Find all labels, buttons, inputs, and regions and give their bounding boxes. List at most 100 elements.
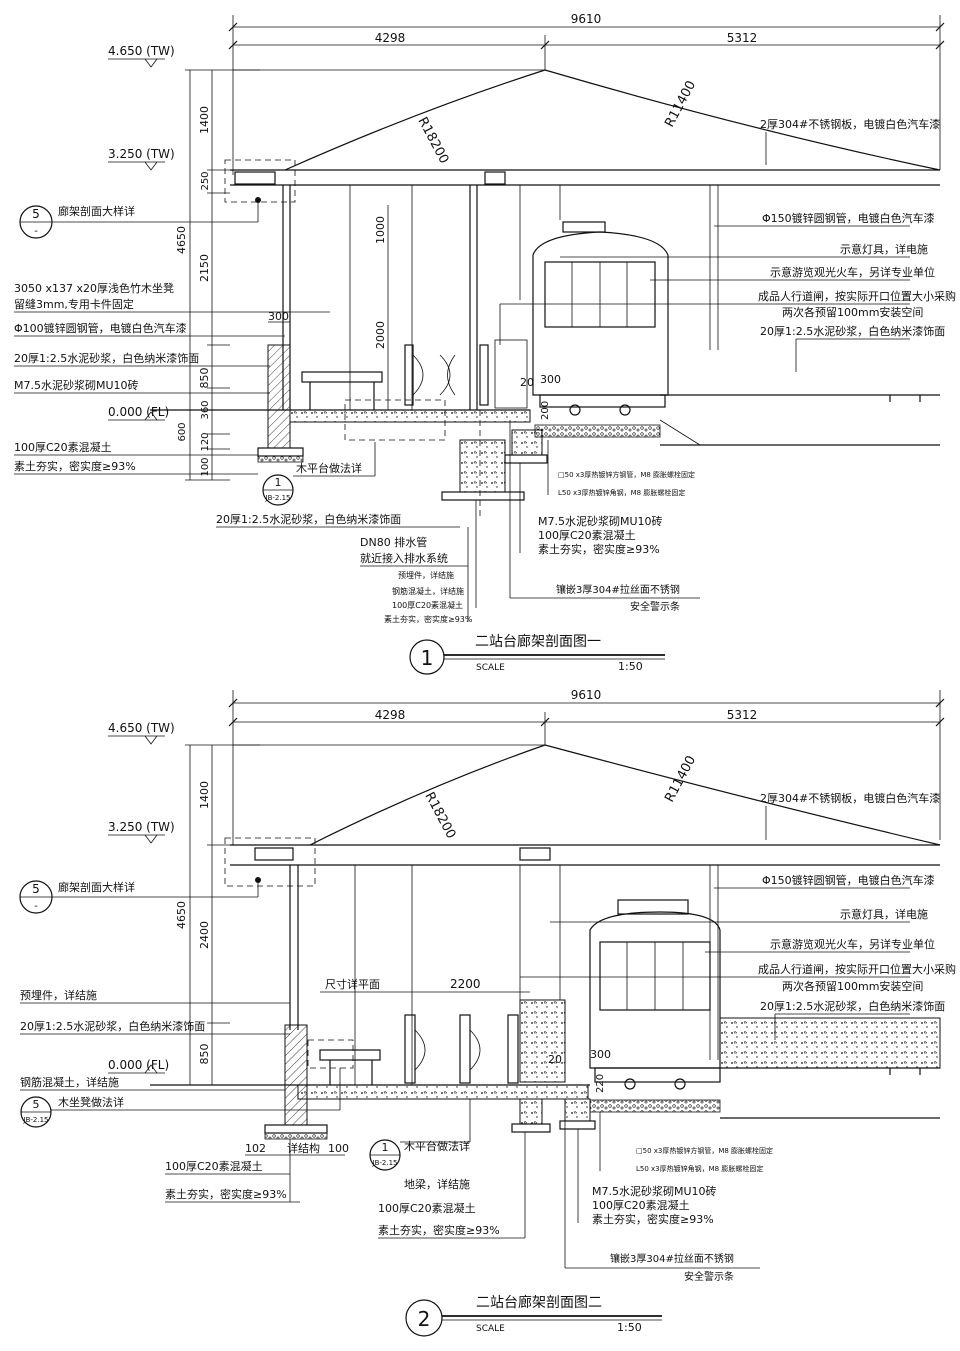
label-detail-ref: 廊架剖面大样详 (58, 204, 135, 218)
vdim-2400-2: 2400 (198, 921, 211, 949)
callout-5b-num: 5 (33, 1098, 40, 1111)
radius-left: R18200 (414, 115, 451, 167)
vdim-100: 100 (200, 457, 211, 476)
detail-callout-5: 5 - (19, 197, 261, 239)
scale-value: 1:50 (618, 660, 643, 673)
vdim-total: 4650 (175, 226, 188, 254)
label-mid-soil: 素土夯实，密实度≥93% (538, 542, 660, 556)
label-embed: 预埋件，详结施 (398, 570, 454, 580)
bench-2 (284, 1024, 381, 1086)
elevation-floor: 0.000 (FL) (108, 405, 169, 419)
tram-train: 200 (532, 221, 669, 438)
dim-struct: 详结构 (287, 1141, 320, 1155)
label-mortar-2: 20厚1:2.5水泥砂浆，白色纳米漆饰面 (20, 1019, 205, 1033)
label-lighting-2: 示意灯具，详电施 (840, 907, 928, 921)
section-title: 二站台廊架剖面图一 (475, 633, 601, 650)
bottom-annotations: 20厚1:2.5水泥砂浆，白色纳米漆饰面 DN80 排水管 就近接入排水系统 预… (216, 500, 477, 624)
label-brick: M7.5水泥砂浆砌MU10砖 (14, 378, 139, 392)
vdim-1400: 1400 (198, 106, 211, 134)
dim-300-2: 300 (590, 1048, 611, 1061)
label-right-mortar-2: 20厚1:2.5水泥砂浆，白色纳米漆饰面 (760, 999, 945, 1013)
label-mid-concrete: 100厚C20素混凝土 (538, 528, 636, 542)
label-mid-brick-2: M7.5水泥砂浆砌MU10砖 (592, 1184, 717, 1198)
label-rc-2: 钢筋混凝土，详结施 (20, 1075, 119, 1089)
section-1-drawing: 9610 4298 5312 4.650 (TW) 3.250 (TW) 0.0… (14, 12, 956, 675)
label-safety-strip-2: 安全警示条 (684, 1270, 734, 1283)
dim-200: 200 (540, 401, 551, 420)
platform-floor (150, 394, 940, 520)
wood-callout-text-2: 木平台做法详 (404, 1139, 470, 1153)
dim-left-2: 4298 (375, 708, 406, 722)
label-bl-concrete: 100厚C20素混凝土 (165, 1159, 263, 1173)
label-steel-pipe-150-2: Φ150镀锌圆钢管，电镀白色汽车漆 (762, 873, 935, 887)
left-annotations-2: 预埋件，详结施 20厚1:2.5水泥砂浆，白色纳米漆饰面 钢筋混凝土，详结施 (20, 988, 290, 1091)
label-bl-soil: 素土夯实，密实度≥93% (165, 1187, 287, 1201)
label-bottom-mortar: 20厚1:2.5水泥砂浆，白色纳米漆饰面 (216, 512, 401, 526)
wood-callout-sub-2: JB-2.15 (372, 1159, 398, 1167)
vdim-120: 120 (200, 432, 211, 451)
label-ground-beam: 地梁，详结施 (404, 1177, 470, 1191)
elevation-markers-2: 4.650 (TW) 3.250 (TW) 0.000 (FL) (108, 721, 175, 1074)
vertical-dimensions: 4650 1400 250 2150 850 360 600 120 100 (175, 69, 260, 481)
section-1-title-block: 1 二站台廊架剖面图一 SCALE 1:50 (409, 633, 665, 675)
elevation-top-2: 4.650 (TW) (108, 721, 175, 735)
wood-callout-num: 1 (275, 476, 282, 489)
left-annotations: 廊架剖面大样详 3050 x137 x20厚浅色竹木坐凳 留缝3mm,专用卡件固… (14, 204, 330, 475)
elevation-mid: 3.250 (TW) (108, 147, 175, 161)
label-mid-brick: M7.5水泥砂浆砌MU10砖 (538, 514, 663, 528)
dim-2200: 2200 (450, 977, 481, 991)
platform-floor-2 (150, 1017, 941, 1140)
label-bench-ref: 木坐凳做法详 (58, 1095, 124, 1109)
label-mid-concrete-2: 100厚C20素混凝土 (592, 1198, 690, 1212)
label-steel-tube-2: □50 x3厚热镀锌方钢管，M8 膨胀螺栓固定 (636, 1146, 773, 1155)
vdim-850-2: 850 (198, 1044, 211, 1065)
label-right-mortar: 20厚1:2.5水泥砂浆，白色纳米漆饰面 (760, 324, 945, 338)
mid-annotations-2: M7.5水泥砂浆砌MU10砖 100厚C20素混凝土 素土夯实，密实度≥93% … (564, 1099, 773, 1283)
label-gate: 成品人行道闸，按实际开口位置大小采购 (758, 289, 956, 303)
callout-5-num: 5 (32, 207, 40, 221)
top-dimension-chain: 9610 4298 5312 (228, 12, 945, 175)
label-steel-tube: □50 x3厚热镀锌方钢管，M8 膨胀螺栓固定 (558, 470, 695, 479)
dim-left: 4298 (375, 31, 406, 45)
elevation-floor-2: 0.000 (FL) (108, 1058, 169, 1072)
right-annotations: 2厚304#不锈钢板，电镀白色汽车漆 Φ150镀锌圆钢管，电镀白色汽车漆 示意灯… (499, 117, 956, 372)
label-rc: 钢筋混凝土，详结施 (392, 586, 464, 596)
dim-300-a: 300 (268, 310, 289, 323)
label-soil: 素土夯实，密实度≥93% (14, 459, 136, 473)
bottom-annotations-2: 地梁，详结施 100厚C20素混凝土 素土夯实，密实度≥93% (378, 1132, 526, 1239)
label-steel-plate: 2厚304#不锈钢板，电镀白色汽车漆 (760, 117, 940, 131)
vdim-1400-2: 1400 (198, 781, 211, 809)
right-annotations-2: 2厚304#不锈钢板，电镀白色汽车漆 Φ150镀锌圆钢管，电镀白色汽车漆 示意灯… (520, 791, 956, 1040)
label-bm-concrete: 100厚C20素混凝土 (378, 1201, 476, 1215)
section-2-drawing: 9610 4298 5312 4.650 (TW) 3.250 (TW) 0.0… (19, 688, 956, 1337)
vdim-total-2: 4650 (175, 901, 188, 929)
vdim-250: 250 (200, 171, 211, 190)
label-c20: 100厚C20素混凝土 (392, 600, 463, 610)
vdim-2150: 2150 (198, 254, 211, 282)
label-gate-space-2: 两次各预留100mm安装空间 (782, 979, 923, 993)
label-safety-strip: 安全警示条 (630, 600, 680, 613)
wood-callout-text: 木平台做法详 (296, 461, 362, 475)
label-gate-2: 成品人行道闸，按实际开口位置大小采购 (758, 962, 956, 976)
label-mid-soil-2: 素土夯实，密实度≥93% (592, 1212, 714, 1226)
frame-structure-2: 尺寸详平面 2200 (289, 865, 719, 1085)
dim-20: 20 (520, 376, 534, 389)
label-steel-pipe: Φ100镀锌圆钢管，电镀白色汽车漆 (14, 321, 187, 335)
inner-dim-1000: 1000 (374, 216, 387, 244)
wood-platform-callout: 1 JB-2.15 木平台做法详 (262, 442, 376, 506)
label-mortar: 20厚1:2.5水泥砂浆，白色纳米漆饰面 (14, 351, 199, 365)
wood-callout-num-2: 1 (382, 1141, 389, 1154)
dim-total: 9610 (571, 12, 602, 26)
label-steel-pipe-150: Φ150镀锌圆钢管，电镀白色汽车漆 (762, 211, 935, 225)
callout-5a-sub: - (34, 901, 38, 912)
label-lighting: 示意灯具，详电施 (840, 242, 928, 256)
dim-220-2: 220 (595, 1074, 606, 1093)
roof-canopy-2: R18200 R11400 (224, 744, 941, 887)
detail-callout-5a: 5 - 廊架剖面大样详 (19, 877, 261, 914)
label-stainless-strip-2: 镶嵌3厚304#拉丝面不锈钢 (610, 1252, 734, 1265)
vdim-600: 600 (177, 422, 188, 441)
label-embed-2: 预埋件，详结施 (20, 988, 97, 1002)
radius-right-2: R11400 (662, 753, 699, 805)
bench: 300 (267, 310, 383, 411)
